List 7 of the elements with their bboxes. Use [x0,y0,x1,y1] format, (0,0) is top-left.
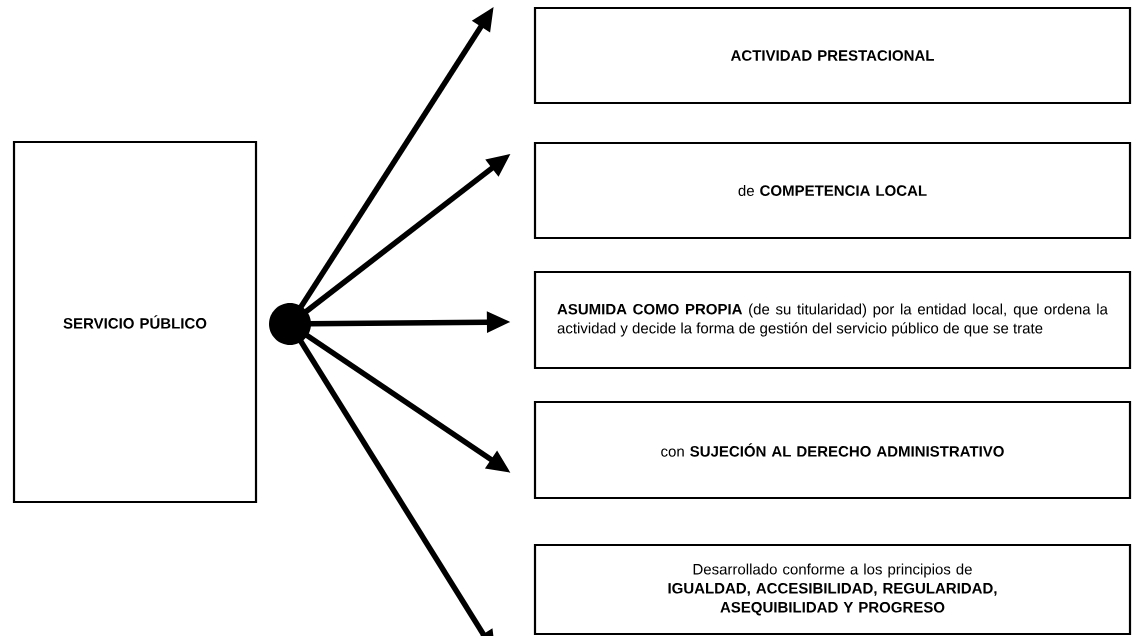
statement-box: ASUMIDA COMO PROPIA (de su titularidad) por la entidad local, que ordena la actividad y decide la forma de gestión del servicio público de que se trate [533,270,1132,370]
statement-box: ACTIVIDAD PRESTACIONAL [533,6,1132,105]
statement-box: de COMPETENCIA LOCAL [533,141,1132,240]
statement-box: Desarrollado conforme a los principios de IGUALDAD, ACCESIBILIDAD, REGULARIDAD, ASEQUIBILIDAD Y PROGRESO [533,543,1132,636]
junction-dot [269,303,311,345]
concept-box: SERVICIO PÚBLICO [12,140,258,504]
statement-box: con SUJECIÓN AL DERECHO ADMINISTRATIVO [533,400,1132,500]
